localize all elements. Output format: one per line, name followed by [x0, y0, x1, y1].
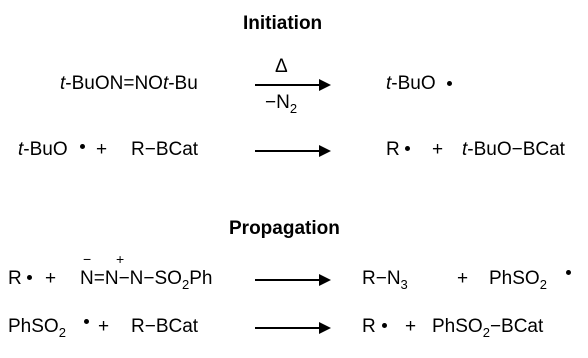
product-tert-butoxy-bcat: t-BuO−BCat: [462, 139, 565, 160]
radical-dot: [405, 146, 410, 151]
arrow-label-minus-n2: −N2: [265, 92, 298, 116]
reagent-phenylsulfonyl-azide: N=N−N−SO2Ph: [80, 268, 213, 292]
product-alkyl-azide: R−N3: [362, 268, 408, 292]
reaction-arrow-3: [255, 274, 331, 286]
product-tert-butoxy-radical: t-BuO: [386, 73, 436, 94]
product-alkyl-radical: R: [362, 316, 376, 337]
heading-propagation: Propagation: [229, 218, 340, 239]
product-phenylsulfonyl-bcat: PhSO2−BCat: [432, 316, 544, 340]
arrow-label-heat: Δ: [275, 56, 288, 77]
plus-sign: +: [432, 139, 444, 160]
reactant-di-tert-butyl-hyponitrite: t-BuON=NOt-Bu: [60, 73, 198, 94]
radical-dot: [566, 270, 571, 275]
positive-charge: +: [116, 251, 125, 267]
radical-dot: [80, 144, 85, 149]
plus-sign: +: [96, 139, 108, 160]
radical-dot: [27, 275, 32, 280]
plus-sign: +: [98, 316, 110, 337]
reactant-alkyl-radical: R: [8, 268, 22, 289]
reaction-arrow-4: [255, 322, 331, 334]
product-alkyl-radical: R: [386, 139, 400, 160]
radical-dot: [447, 81, 452, 86]
reactant-phenylsulfonyl-radical: PhSO2: [8, 316, 66, 340]
plus-sign: +: [405, 316, 417, 337]
reaction-arrow-2: [255, 145, 331, 157]
radical-dot: [382, 323, 387, 328]
plus-sign: +: [45, 268, 57, 289]
radical-dot: [84, 319, 89, 324]
plus-sign: +: [457, 268, 469, 289]
reaction-arrow-1: [255, 79, 331, 91]
product-phenylsulfonyl-radical: PhSO2: [489, 268, 547, 292]
reactant-alkyl-bcat: R−BCat: [131, 316, 199, 337]
heading-initiation: Initiation: [243, 13, 323, 34]
reactant-tert-butoxy-radical: t-BuO: [18, 139, 68, 160]
negative-charge: −: [83, 251, 92, 267]
reactant-alkyl-bcat: R−BCat: [131, 139, 199, 160]
